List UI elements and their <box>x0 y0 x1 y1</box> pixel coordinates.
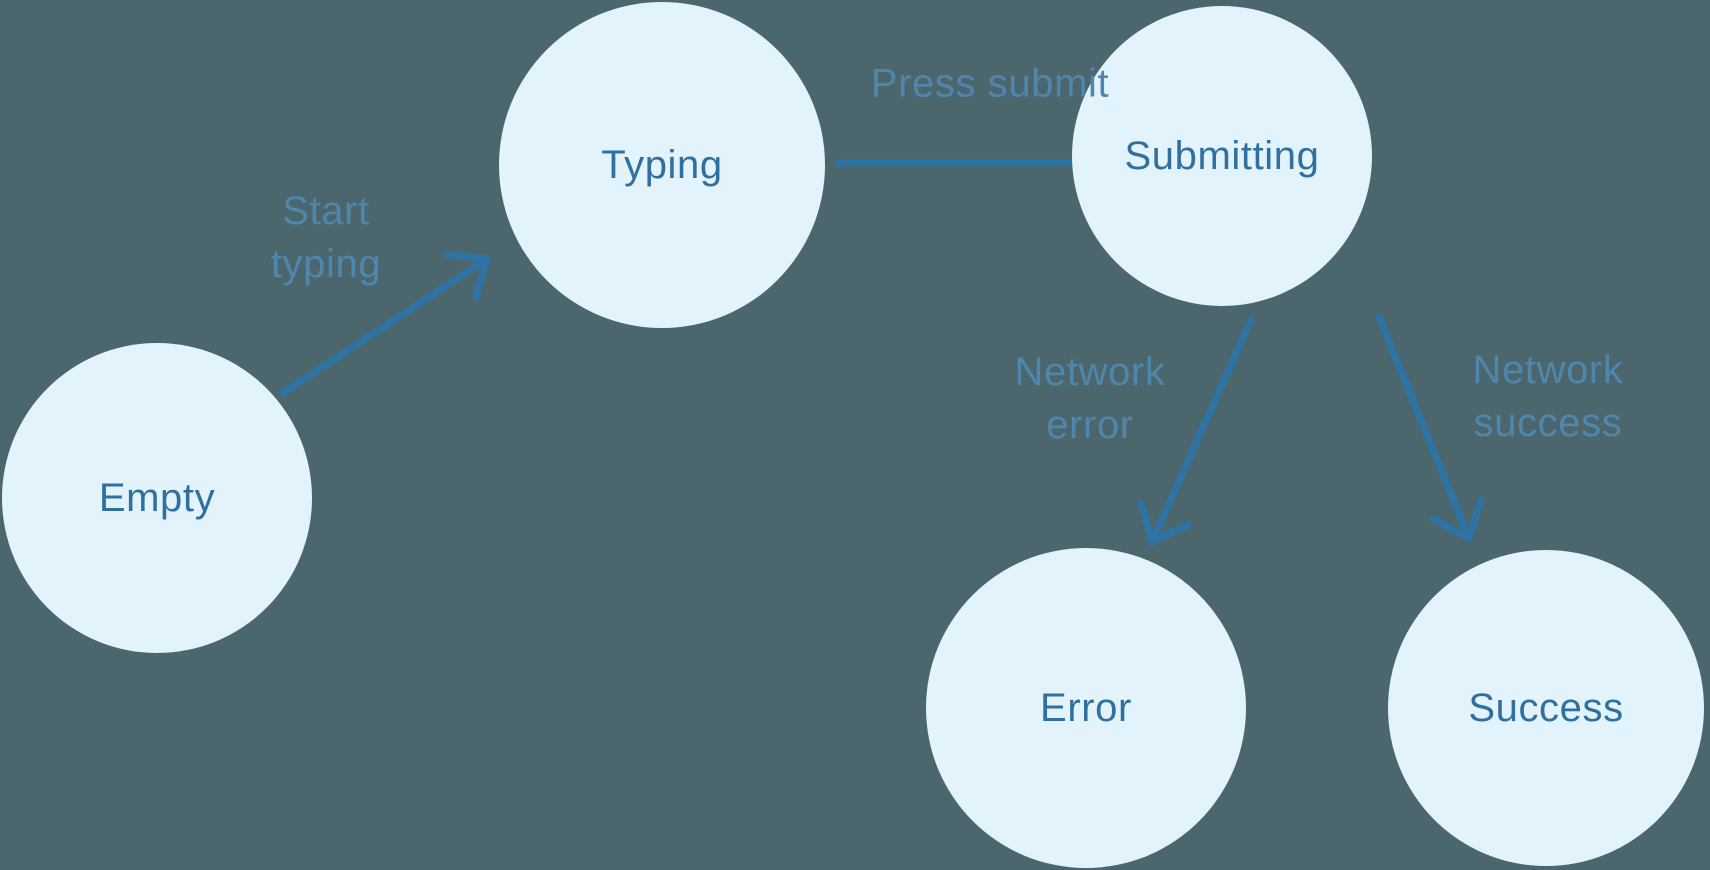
transition-label-press-submit: Press submit <box>871 58 1109 111</box>
state-label-success: Success <box>1468 685 1624 730</box>
transition-label-line: typing <box>270 242 382 286</box>
state-node-error[interactable]: Error <box>926 548 1246 868</box>
state-node-submitting[interactable]: Submitting <box>1072 6 1372 306</box>
transition-label-line: Network <box>1472 348 1624 392</box>
state-label-submitting: Submitting <box>1124 133 1320 178</box>
transition-arrow-network-success <box>1375 313 1485 542</box>
state-label-error: Error <box>1040 685 1132 730</box>
transition-label-line: Press submit <box>870 61 1110 106</box>
transition-label-network-success: Network success <box>1473 344 1624 450</box>
transition-label-line: error <box>1046 403 1134 447</box>
transition-label-start-typing: Start typing <box>271 185 381 291</box>
transition-label-network-error: Network error <box>1015 346 1166 452</box>
state-node-empty[interactable]: Empty <box>2 343 312 653</box>
transition-label-line: Network <box>1014 350 1166 394</box>
state-label-typing: Typing <box>601 142 723 187</box>
state-label-empty: Empty <box>98 475 216 520</box>
state-node-typing[interactable]: Typing <box>499 2 825 328</box>
state-node-success[interactable]: Success <box>1388 550 1704 866</box>
transition-label-line: success <box>1473 401 1623 445</box>
transition-label-line: Start <box>282 189 370 233</box>
